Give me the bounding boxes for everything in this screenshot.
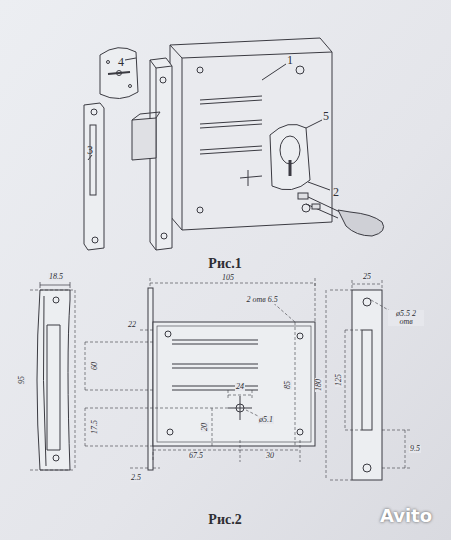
dimension: 24 xyxy=(235,383,245,391)
dimension: ø5.1 xyxy=(258,416,274,424)
callout-number: 1 xyxy=(286,54,294,66)
dimension: ø5.5 2 отв xyxy=(388,310,424,326)
dimension: 9.5 xyxy=(409,445,421,453)
dimension: 20 xyxy=(201,422,209,432)
dimension: 125 xyxy=(335,373,343,387)
dimension: 2 отв 6.5 xyxy=(245,296,278,304)
dimension: 2.5 xyxy=(130,474,142,482)
dimension: 85 xyxy=(284,380,292,390)
dimension: 95 xyxy=(18,375,26,385)
dimension: 180 xyxy=(315,378,323,392)
dimension: 67.5 xyxy=(188,452,204,460)
callout-number: 4 xyxy=(117,56,125,68)
figure-caption: Рис.1 xyxy=(207,257,242,271)
callout-number: 3 xyxy=(86,144,94,156)
watermark: Avito xyxy=(379,507,433,525)
callout-number: 5 xyxy=(322,110,330,122)
dimension: 18.5 xyxy=(48,273,64,281)
callout-number: 2 xyxy=(332,186,340,198)
dimension: 30 xyxy=(265,452,275,460)
dimension: 60 xyxy=(91,361,99,371)
fig1-illustration xyxy=(84,38,384,250)
dimension: 105 xyxy=(221,274,235,282)
dimension: 25 xyxy=(362,273,372,281)
dimension: 17.5 xyxy=(91,419,99,435)
dimension: 22 xyxy=(127,321,137,329)
fig2-drawing xyxy=(30,278,410,480)
figure-caption: Рис.2 xyxy=(207,513,242,527)
